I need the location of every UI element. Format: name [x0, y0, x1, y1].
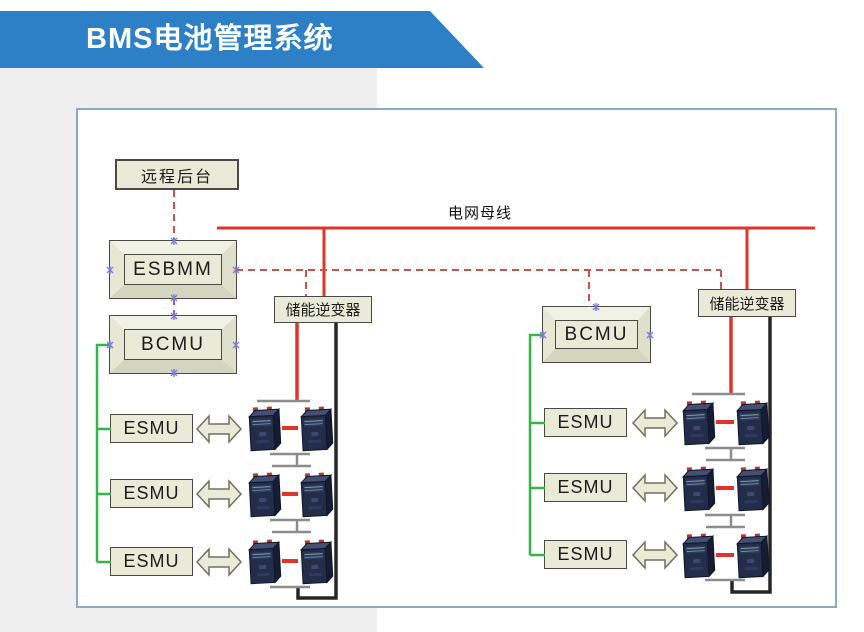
battery-icon: [682, 532, 716, 579]
node-esmu-right-1: ESMU: [544, 408, 627, 437]
node-inverter-left: 储能逆变器: [274, 296, 372, 323]
dc-negative-lines: [296, 317, 772, 600]
battery-icon: [300, 471, 334, 518]
node-esmu-right-3: ESMU: [544, 540, 627, 569]
node-esmu-label: ESMU: [557, 477, 614, 497]
battery-icon: [736, 465, 770, 512]
node-bcmu-right: BCMU: [542, 306, 651, 363]
double-arrow-icon: [196, 415, 242, 443]
double-arrow-icon: [196, 548, 242, 576]
dc-positive-lines: [282, 317, 734, 563]
double-arrow-icon: [632, 541, 678, 569]
node-esmu-left-3: ESMU: [110, 547, 193, 576]
battery-icon: [682, 465, 716, 512]
node-bcmu-left: BCMU: [109, 315, 237, 374]
grid-busbar-line: [217, 226, 815, 296]
node-esmu-right-2: ESMU: [544, 473, 627, 502]
node-esbmm-label: ESBMM: [124, 254, 222, 285]
battery-icon: [300, 405, 334, 452]
battery-icons: [248, 399, 770, 585]
battery-icon: [300, 538, 334, 585]
node-esmu-label: ESMU: [123, 551, 180, 571]
battery-icon: [248, 405, 282, 452]
series-link-lines: [257, 392, 745, 589]
diagram-canvas: 远程后台 ESBMM BCMU BCMU 储能逆变器 储能逆变器 ESMU ES…: [76, 108, 837, 608]
node-inverter-right: 储能逆变器: [698, 289, 796, 317]
battery-icon: [736, 532, 770, 579]
node-esmu-left-1: ESMU: [110, 414, 193, 443]
node-esmu-label: ESMU: [123, 483, 180, 503]
title-banner: BMS电池管理系统: [0, 11, 484, 68]
node-esmu-label: ESMU: [557, 544, 614, 564]
double-arrow-icon: [632, 474, 678, 502]
node-remote-backend-label: 远程后台: [140, 168, 213, 186]
node-esmu-label: ESMU: [123, 418, 180, 438]
double-arrow-icon: [632, 409, 678, 437]
node-esmu-left-2: ESMU: [110, 479, 193, 508]
double-arrow-icon: [196, 480, 242, 508]
node-remote-backend: 远程后台: [115, 159, 239, 190]
node-inverter-right-label: 储能逆变器: [709, 295, 785, 313]
battery-icon: [248, 538, 282, 585]
node-esmu-label: ESMU: [557, 412, 614, 432]
node-inverter-left-label: 储能逆变器: [285, 302, 361, 319]
node-esbmm: ESBMM: [109, 240, 237, 299]
battery-icon: [736, 399, 770, 446]
node-bcmu-left-label: BCMU: [124, 329, 222, 360]
page-title: BMS电池管理系统: [86, 23, 334, 55]
battery-icon: [248, 471, 282, 518]
battery-icon: [682, 399, 716, 446]
grid-busbar-label: 电网母线: [448, 205, 513, 222]
node-bcmu-right-label: BCMU: [555, 320, 638, 349]
